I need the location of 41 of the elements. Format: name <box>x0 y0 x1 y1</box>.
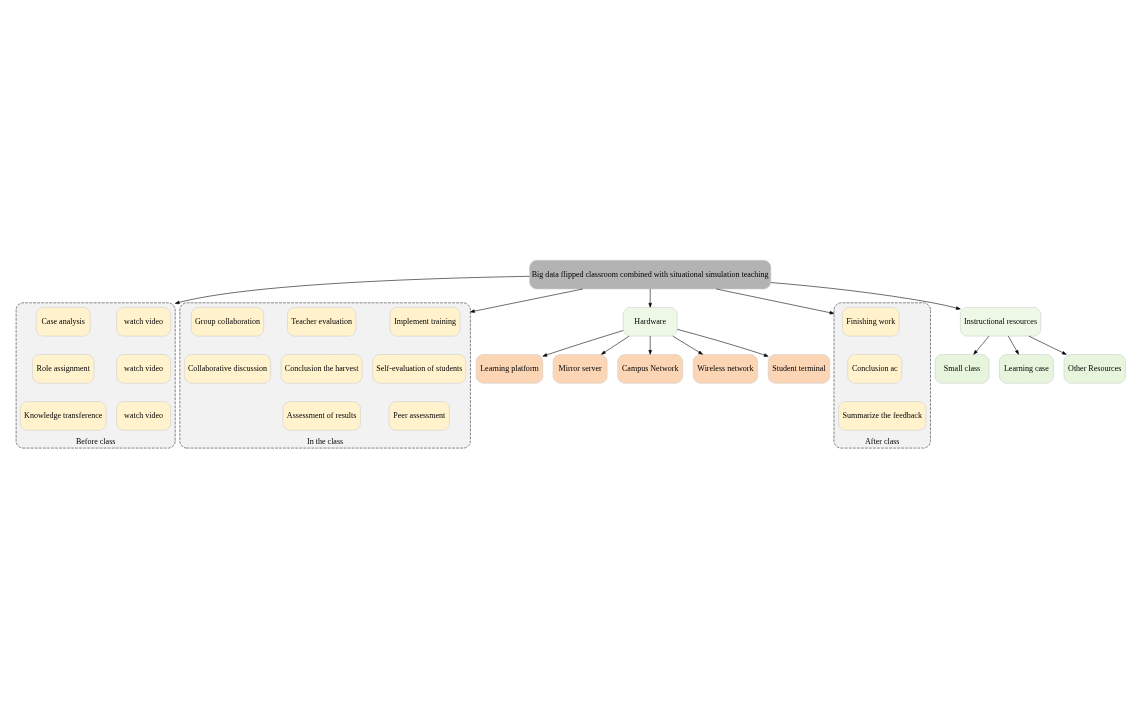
node-box: Other Resources <box>1063 353 1126 383</box>
node-box: Assessment of results <box>282 400 361 431</box>
arrow <box>648 288 652 308</box>
node-box: Small class <box>934 353 990 383</box>
node-box: Finishing work <box>842 306 900 336</box>
node-box: Learning platform <box>475 353 544 383</box>
arrow <box>973 335 990 355</box>
arrow <box>174 275 530 304</box>
arrow <box>672 335 703 355</box>
node-box: Collaborative discussion <box>184 353 271 383</box>
node-box: Instructional resources <box>960 306 1042 336</box>
node-box: Campus Network <box>617 353 683 383</box>
node-box: Knowledge transference <box>20 400 107 431</box>
node-box: Peer assessment <box>388 400 450 431</box>
arrow <box>542 329 624 357</box>
node-box: Conclusion ac <box>847 353 903 383</box>
node-box: Case analysis <box>35 306 91 336</box>
node-box: Wireless network <box>693 353 758 383</box>
arrow <box>770 281 961 310</box>
node-box: Big data flipped classroom combined with situational simulation teaching <box>529 259 772 289</box>
arrow <box>676 328 769 357</box>
node-box: Learning case <box>999 353 1054 383</box>
node-box: Teacher evaluation <box>287 306 357 336</box>
node-box: Summarize the feedback <box>838 400 927 431</box>
node-box: Self-evaluation of students <box>372 353 467 383</box>
node-box: Student terminal <box>767 353 830 383</box>
node-box: Group collaboration <box>191 306 264 336</box>
arrow <box>1008 335 1019 355</box>
node-box: watch video <box>116 306 171 336</box>
arrow <box>601 335 630 355</box>
node-box: Role assignment <box>32 353 95 383</box>
arrow <box>648 335 652 355</box>
arrow <box>716 288 835 314</box>
arrow <box>470 288 583 313</box>
node-box: Hardware <box>622 306 678 336</box>
node-box: Implement training <box>389 306 461 336</box>
node-box: watch video <box>116 400 171 431</box>
arrow <box>1028 335 1067 355</box>
node-box: Mirror server <box>552 353 608 383</box>
node-box: watch video <box>116 353 171 383</box>
node-box: Conclusion the harvest <box>280 353 363 383</box>
